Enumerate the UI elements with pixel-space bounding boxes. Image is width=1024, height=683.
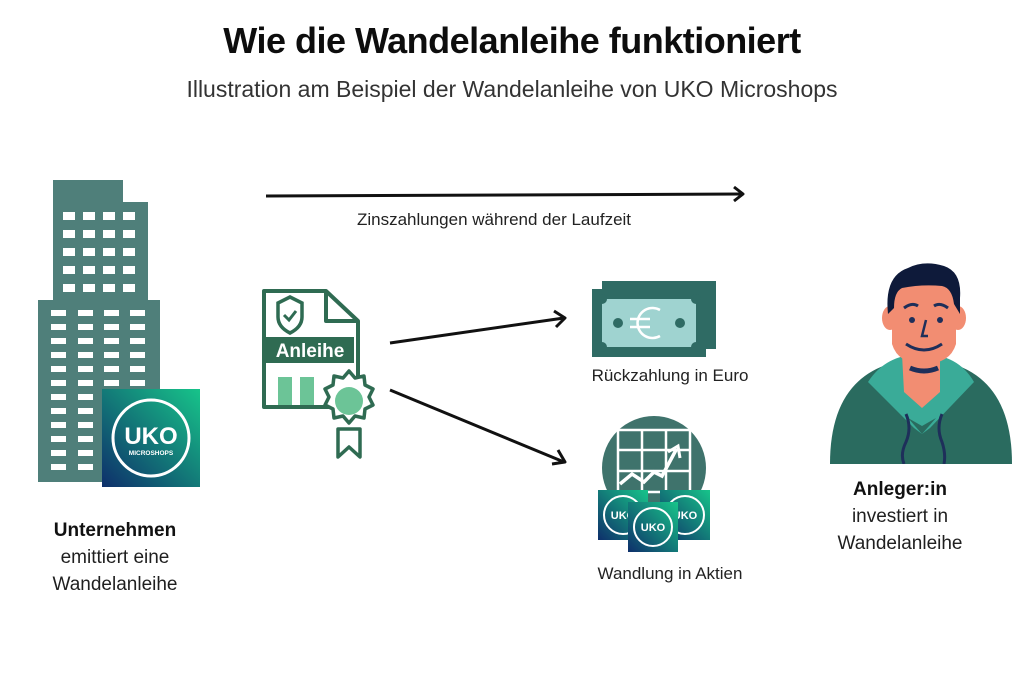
uko-logo: UKO MICROSHOPS: [102, 389, 200, 487]
svg-text:MICROSHOPS: MICROSHOPS: [129, 450, 174, 457]
investor-line2: Wandelanleihe: [837, 533, 963, 554]
euro-banknote-icon: [592, 279, 718, 357]
company-line2: Wandelanleihe: [52, 574, 178, 595]
conversion-arrow: [386, 384, 571, 469]
bond-document-icon: Anleihe: [256, 287, 386, 459]
company-description: Unternehmen emittiert eine Wandelanleihe: [15, 517, 215, 598]
investor-description: Anleger:in investiert in Wandelanleihe: [800, 476, 1000, 557]
company-line1: emittiert eine: [60, 547, 170, 568]
svg-text:Anleihe: Anleihe: [276, 341, 345, 362]
investor-line1: investiert in: [851, 506, 949, 527]
repayment-label: Rückzahlung in Euro: [591, 366, 749, 385]
page-subtitle: Illustration am Beispiel der Wandelanlei…: [186, 76, 838, 102]
interest-label: Zinszahlungen während der Laufzeit: [356, 210, 632, 229]
page-title: Wie die Wandelanleihe funktioniert: [223, 20, 801, 61]
svg-text:UKO: UKO: [673, 510, 698, 522]
svg-text:UKO: UKO: [641, 522, 666, 534]
repayment-arrow: [386, 308, 571, 348]
investor-heading: Anleger:in: [853, 479, 947, 500]
stock-chart-shares-icon: UKO UKO UKO: [596, 416, 716, 554]
svg-text:UKO: UKO: [124, 423, 177, 450]
company-building-icon: [38, 178, 203, 490]
investor-avatar-icon: [826, 258, 1014, 464]
interest-arrow: [264, 184, 749, 204]
conversion-label: Wandlung in Aktien: [597, 564, 743, 583]
company-heading: Unternehmen: [53, 520, 177, 541]
